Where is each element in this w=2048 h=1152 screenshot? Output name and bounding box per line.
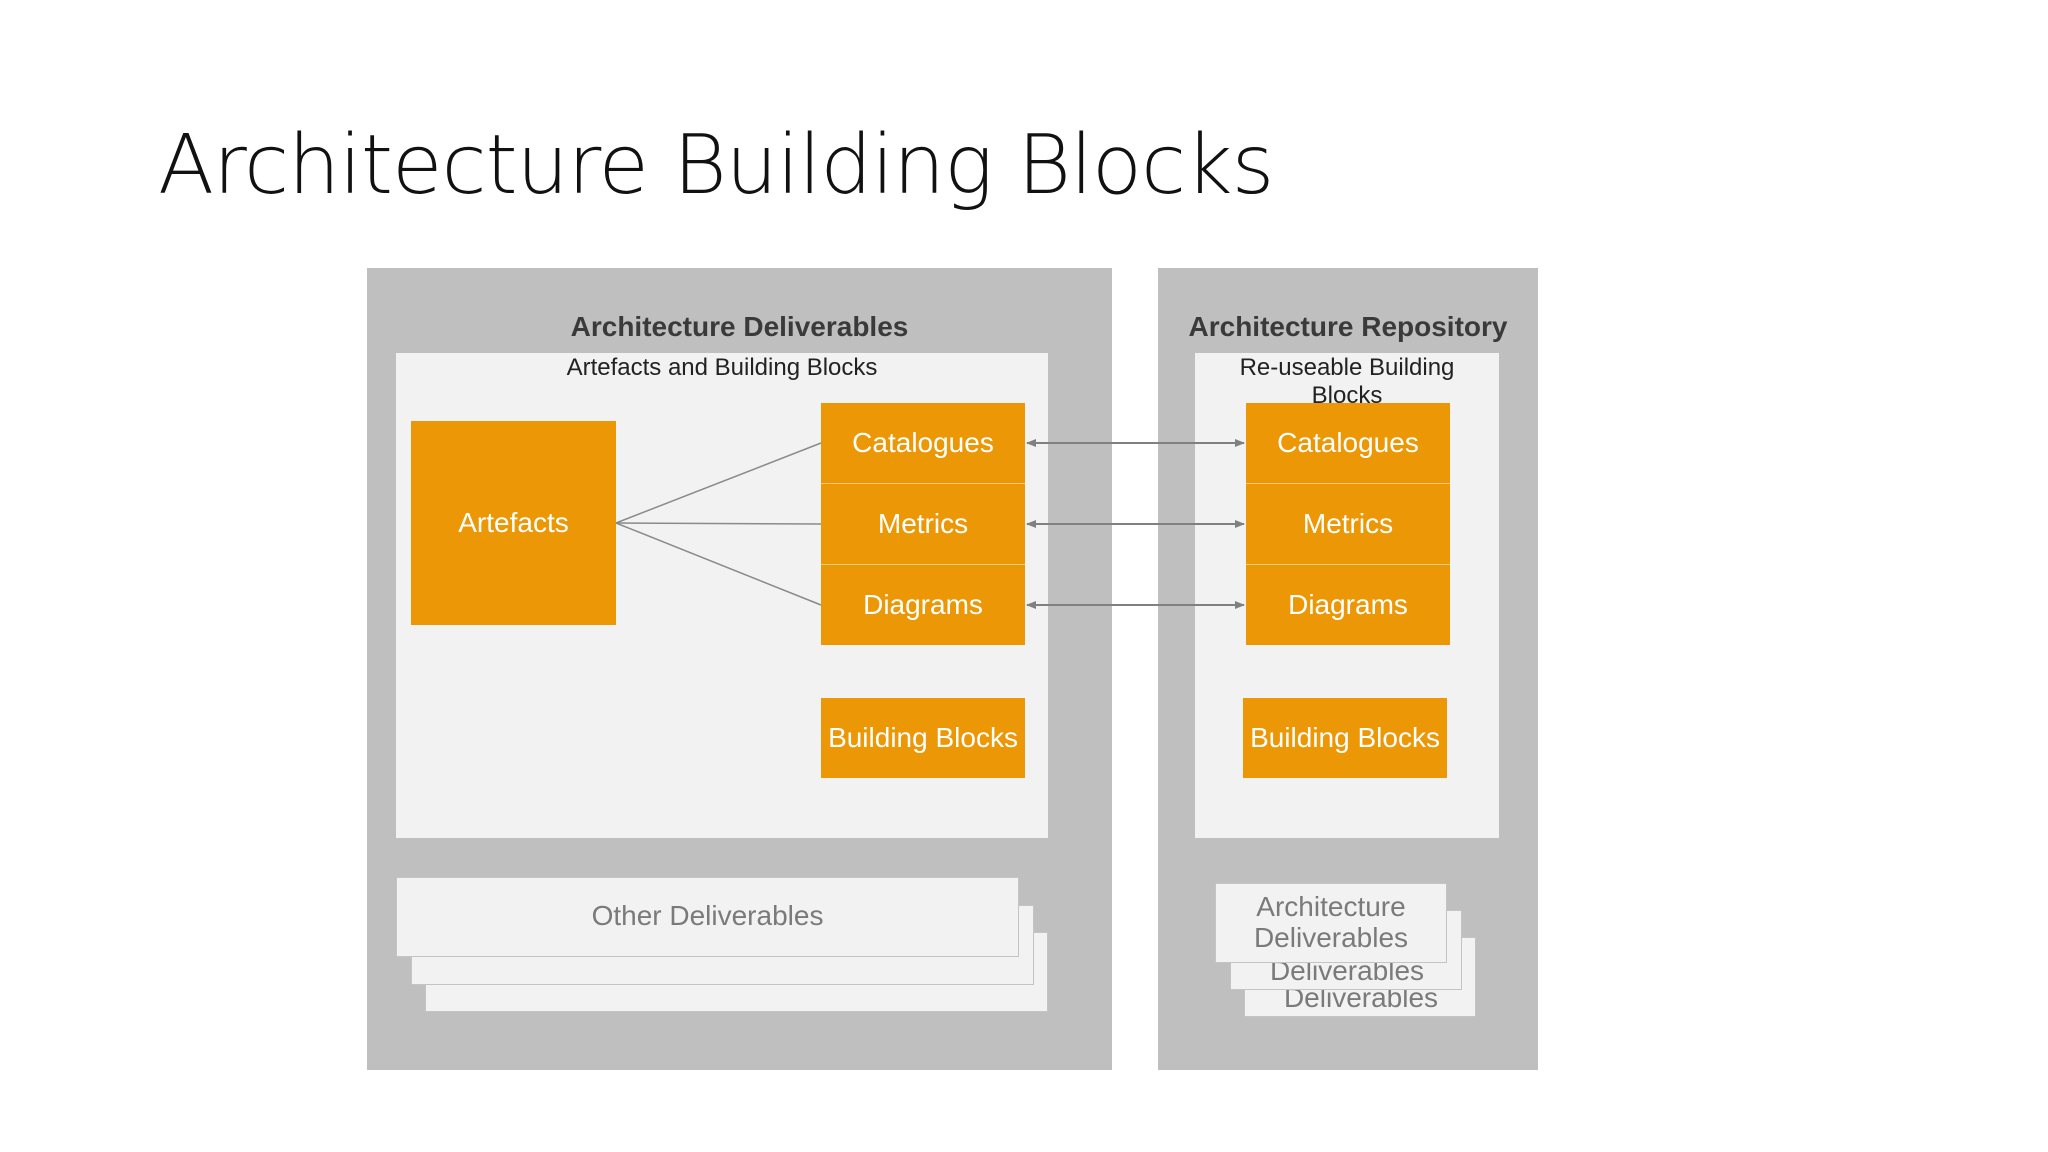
deliverables-divider-2 bbox=[821, 564, 1025, 565]
artefacts-to-metrics-line bbox=[615, 522, 822, 525]
deliverables-diagrams-box: Diagrams bbox=[821, 565, 1025, 645]
artefacts-to-catalogues-line bbox=[615, 442, 822, 524]
repository-metrics-box: Metrics bbox=[1246, 484, 1450, 564]
repository-subheading: Re-useable Building Blocks bbox=[1239, 354, 1455, 404]
repo-stack-card-front bbox=[1215, 883, 1447, 963]
deliverables-catalogues-box: Catalogues bbox=[821, 403, 1025, 483]
deliverables-divider-1 bbox=[821, 483, 1025, 484]
other-deliverables-card-front bbox=[396, 877, 1019, 957]
repository-heading: Architecture Repository bbox=[1188, 311, 1508, 342]
artefacts-box: Artefacts bbox=[411, 421, 616, 625]
deliverables-heading: Architecture Deliverables bbox=[570, 311, 909, 342]
repository-catalogues-box: Catalogues bbox=[1246, 403, 1450, 483]
repository-diagrams-box: Diagrams bbox=[1246, 565, 1450, 645]
deliverables-metrics-box: Metrics bbox=[821, 484, 1025, 564]
other-deliverables-label: Other Deliverables bbox=[591, 900, 824, 931]
artefacts-to-diagrams-line bbox=[615, 522, 822, 606]
repo-stack-label: Architecture Deliverables bbox=[1253, 891, 1409, 953]
deliverables-building-blocks-box: Building Blocks bbox=[821, 698, 1025, 778]
repository-divider-2 bbox=[1246, 564, 1450, 565]
slide-title: Architecture Building Blocks bbox=[158, 118, 1274, 213]
repository-divider-1 bbox=[1246, 483, 1450, 484]
repository-building-blocks-box: Building Blocks bbox=[1243, 698, 1447, 778]
deliverables-subheading: Artefacts and Building Blocks bbox=[566, 354, 878, 381]
